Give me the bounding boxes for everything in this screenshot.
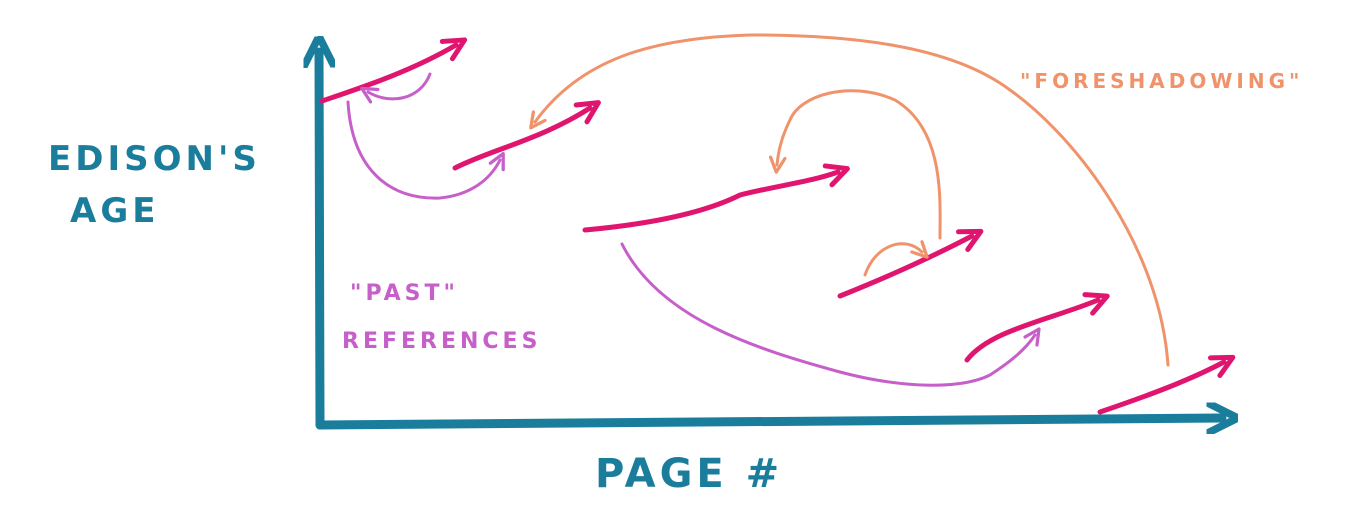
timeline-segment — [582, 163, 850, 233]
timeline-segment — [837, 228, 984, 299]
foreshadowing-arrow — [863, 240, 929, 277]
timeline-segment — [319, 37, 468, 104]
y-axis — [319, 52, 320, 430]
y-axis-label-line2: AGE — [70, 191, 159, 231]
timeline-segment — [964, 292, 1110, 363]
past-references-label-line1: "PAST" — [350, 281, 459, 306]
foreshadowing-arrow — [529, 33, 1170, 367]
foreshadowing-arrow — [768, 89, 942, 240]
past-references-label-line2: REFERENCES — [342, 329, 541, 354]
x-axis-label: PAGE # — [595, 451, 783, 497]
foreshadowing-label: "FORESHADOWING" — [1020, 69, 1303, 93]
timeline-segment — [1097, 354, 1236, 415]
past-reference-arrow — [360, 72, 432, 104]
past-reference-arrow — [620, 242, 1041, 387]
past-reference-arrow — [346, 100, 505, 200]
timeline-segment — [452, 100, 601, 171]
x-axis — [315, 418, 1222, 425]
y-axis-label-line1: EDISON'S — [48, 139, 261, 179]
